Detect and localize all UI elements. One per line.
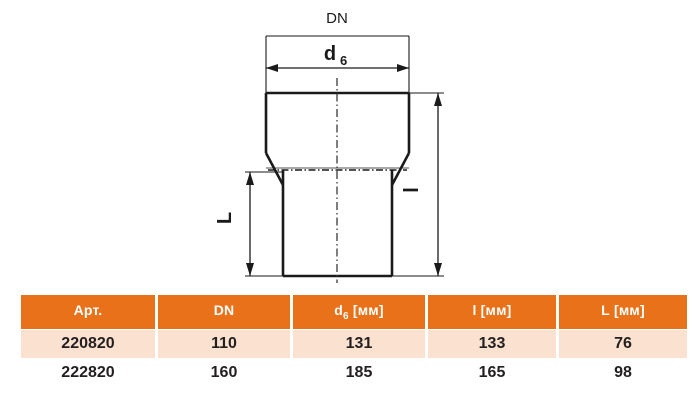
pipe-taper-shoulder <box>264 152 411 186</box>
l-small-dimension-group: l <box>392 92 444 277</box>
cell-art: 220820 <box>21 330 155 358</box>
d6-label-subscript: 6 <box>340 53 347 68</box>
d6-dimension-group <box>266 64 409 72</box>
specification-table: Арт. DN d6 [мм] l [мм] L [мм] 220820 11 <box>18 294 690 388</box>
cell-dn: 110 <box>158 330 290 358</box>
table-row: 220820 110 131 133 76 <box>21 330 687 358</box>
l-large-dimension-group: L <box>214 171 283 277</box>
column-header-d6-unit: [мм] <box>348 302 384 319</box>
l-small-label: l <box>401 187 423 193</box>
cell-d6: 185 <box>293 359 425 387</box>
column-header-d6-subscript: 6 <box>343 310 349 322</box>
column-header-l-small-letter: l <box>472 302 477 319</box>
dn-label: DN <box>326 10 348 27</box>
table-body: 220820 110 131 133 76 222820 160 185 165… <box>21 330 687 387</box>
column-header-d6-letter: d <box>334 302 344 319</box>
pipe-reducer-drawing: DN d 6 <box>214 10 444 283</box>
internal-seat-line <box>266 167 409 171</box>
column-header-l-small-unit: [мм] <box>476 302 512 319</box>
cell-l-small: 133 <box>428 330 556 358</box>
dn-dimension-group <box>265 35 410 93</box>
column-header-d6: d6 [мм] <box>293 295 425 329</box>
cell-l-small: 165 <box>428 359 556 387</box>
column-header-dn: DN <box>158 295 290 329</box>
table-header: Арт. DN d6 [мм] l [мм] L [мм] <box>21 295 687 329</box>
column-header-art-letter: Арт. <box>73 302 103 319</box>
column-header-l-small: l [мм] <box>428 295 556 329</box>
technical-drawing: DN d 6 <box>214 10 444 283</box>
column-header-dn-letter: DN <box>213 302 235 319</box>
d6-label: d 6 <box>324 43 347 68</box>
cell-l-large: 98 <box>559 359 687 387</box>
column-header-l-large: L [мм] <box>559 295 687 329</box>
column-header-l-large-letter: L <box>601 302 610 319</box>
column-header-l-large-unit: [мм] <box>609 302 645 319</box>
cell-art: 222820 <box>21 359 155 387</box>
table-header-row: Арт. DN d6 [мм] l [мм] L [мм] <box>21 295 687 329</box>
d6-label-letter: d <box>324 43 336 65</box>
cell-d6: 131 <box>293 330 425 358</box>
table-row: 222820 160 185 165 98 <box>21 359 687 387</box>
cell-dn: 160 <box>158 359 290 387</box>
cell-l-large: 76 <box>559 330 687 358</box>
specification-table-container: Арт. DN d6 [мм] l [мм] L [мм] 220820 11 <box>18 294 687 388</box>
pipe-upper-socket <box>264 91 411 153</box>
column-header-art: Арт. <box>21 295 155 329</box>
l-large-label: L <box>214 212 236 224</box>
